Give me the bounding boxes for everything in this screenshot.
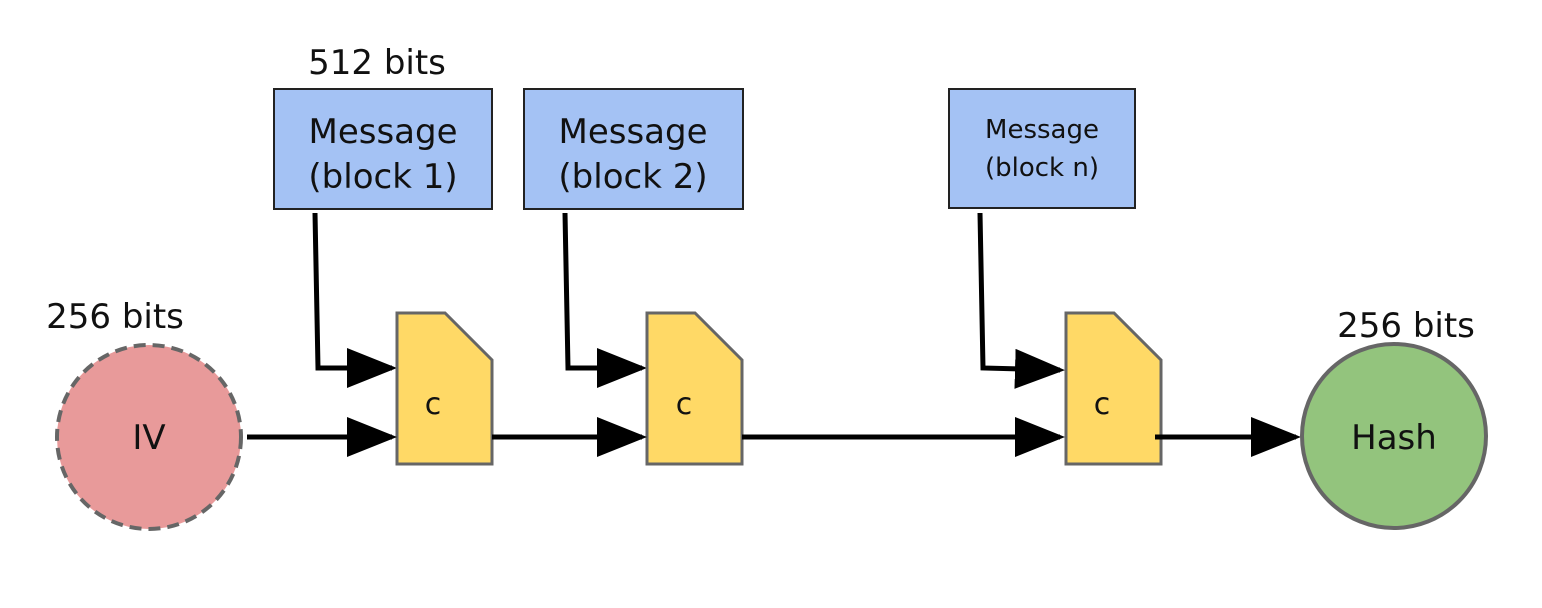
hash-size-label: 256 bits — [1337, 306, 1475, 346]
message-block-2: Message (block 2) — [523, 88, 744, 210]
message-block-2-line1: Message — [558, 112, 707, 152]
compression-function-1-label: c — [425, 387, 442, 422]
compression-function-1-shape — [395, 311, 494, 466]
iv-size-label: 256 bits — [46, 297, 184, 337]
message-block-2-box — [523, 88, 744, 210]
message-block-n-box — [948, 88, 1136, 209]
compression-function-2-label: c — [676, 387, 693, 422]
message-block-n-line2: (block n) — [985, 153, 1099, 183]
compression-function-2: c — [645, 311, 744, 466]
compression-function-1: c — [395, 311, 494, 466]
arrow-blockn-to-c3 — [977, 212, 1065, 389]
message-block-n-line1: Message — [985, 115, 1099, 145]
iv-circle — [55, 343, 243, 531]
compression-function-n: c — [1064, 311, 1163, 466]
hash-label: Hash — [1351, 418, 1437, 458]
arrow-block2-to-c2 — [562, 212, 647, 388]
message-block-1-line1: Message — [308, 112, 457, 152]
message-block-1: Message (block 1) — [273, 88, 493, 210]
arrow-block1-to-c1 — [312, 212, 397, 388]
compression-function-2-shape — [645, 311, 744, 466]
message-block-2-line2: (block 2) — [558, 157, 707, 197]
message-block-1-box — [273, 88, 493, 210]
iv-label: IV — [132, 418, 165, 458]
hash-circle — [1300, 342, 1488, 530]
message-block-1-line2: (block 1) — [308, 157, 457, 197]
hash-node: Hash — [1300, 342, 1488, 530]
message-block-n: Message (block n) — [948, 88, 1136, 209]
message-block-size-label: 512 bits — [308, 43, 446, 83]
compression-function-n-label: c — [1094, 387, 1111, 422]
iv-node: IV — [55, 343, 243, 531]
compression-function-n-shape — [1064, 311, 1163, 466]
